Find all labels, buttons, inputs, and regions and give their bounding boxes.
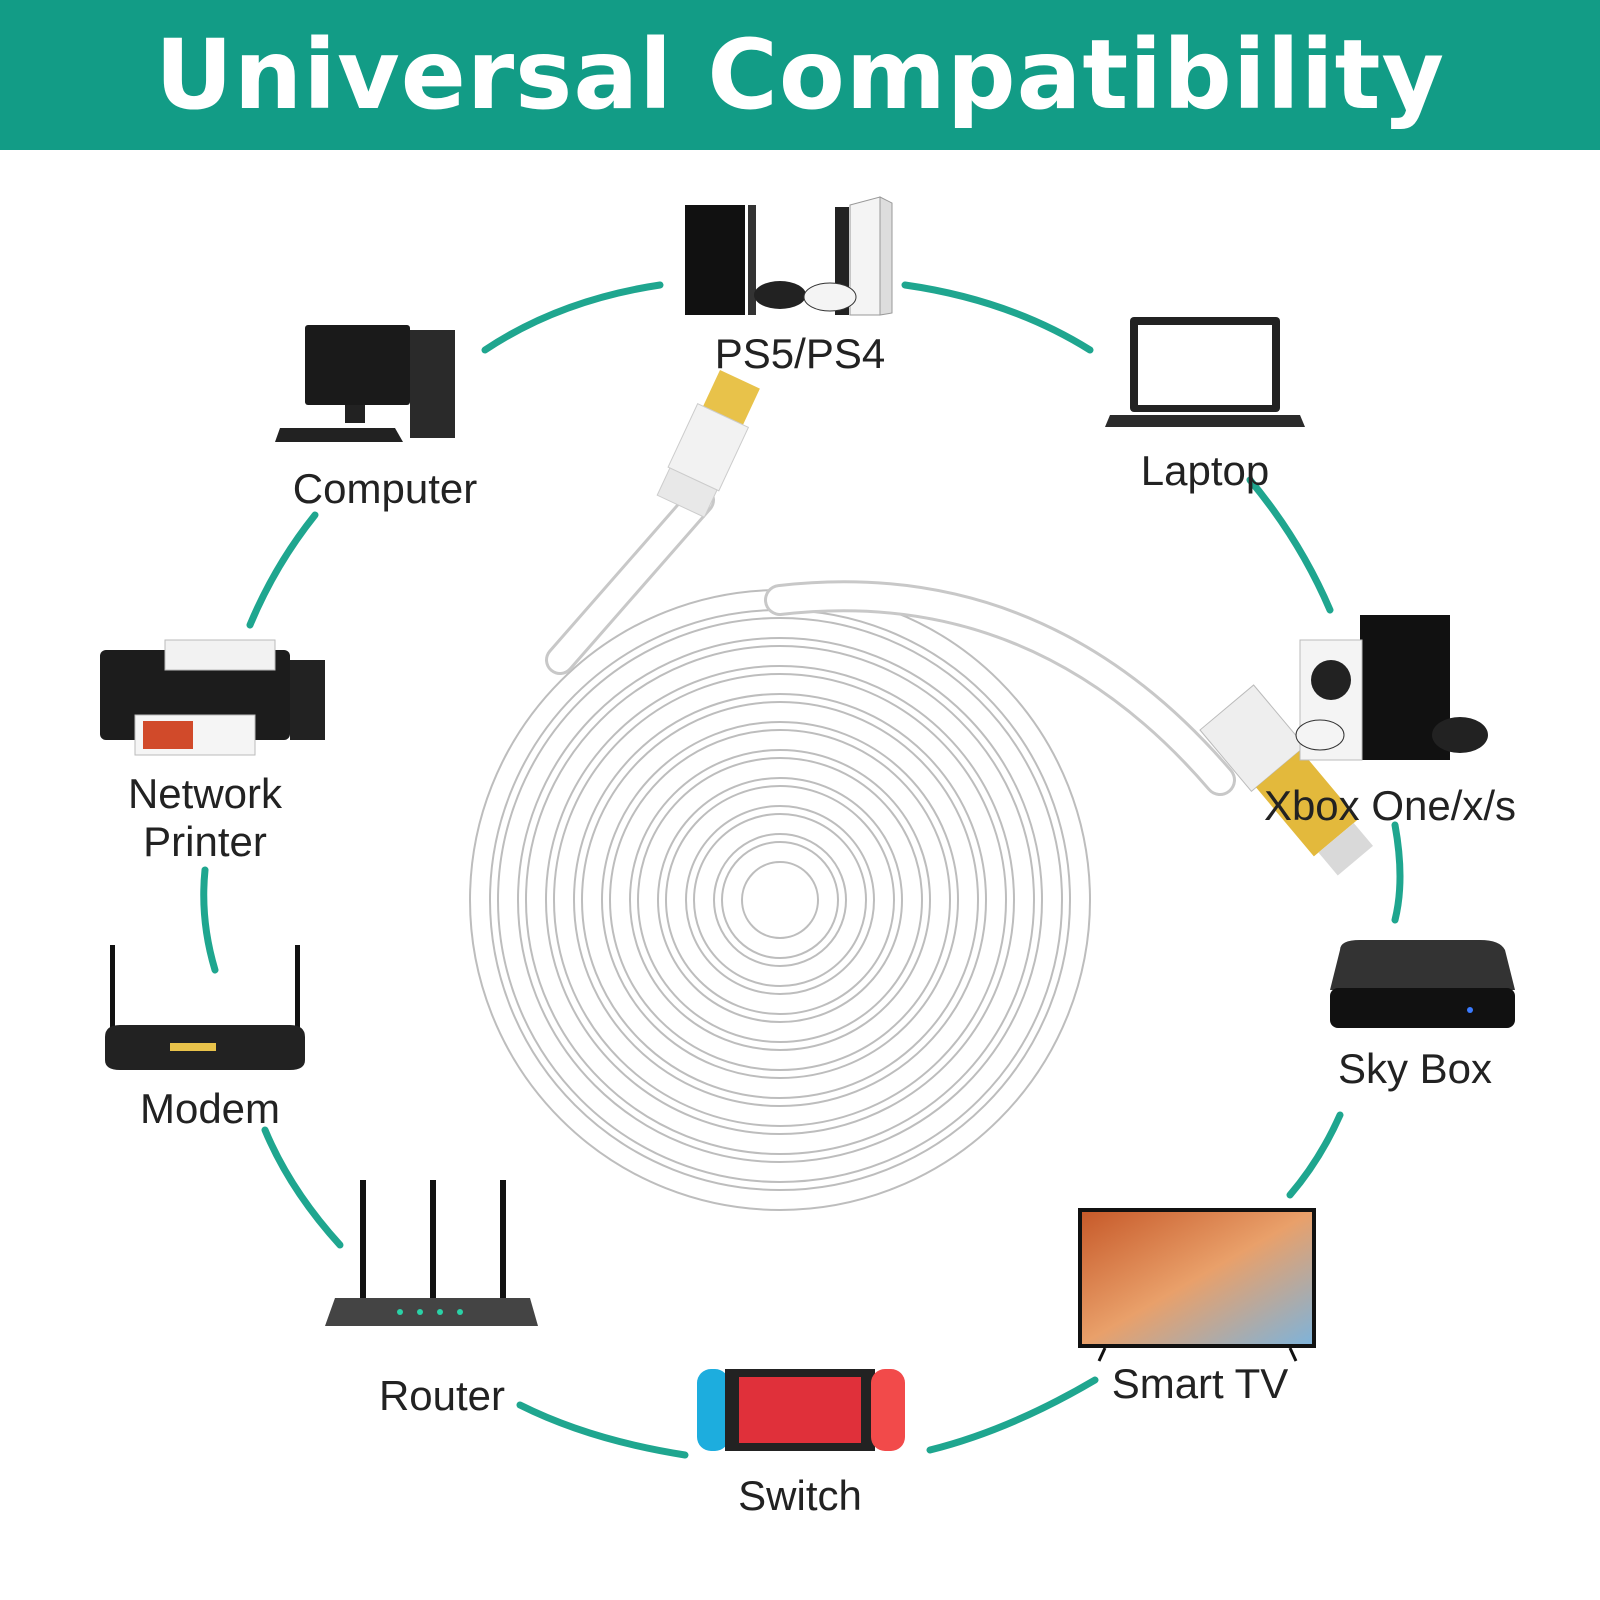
device-label-computer: Computer xyxy=(292,465,478,512)
device-label-switch: Switch xyxy=(738,1472,862,1519)
handheld-console-icon xyxy=(697,1369,905,1451)
printer-label-line-2: Printer xyxy=(143,818,267,865)
arc-router-modem xyxy=(261,1126,344,1249)
header-banner: Universal Compatibility xyxy=(0,0,1600,150)
device-label-xbox: Xbox One/x/s xyxy=(1263,782,1517,829)
arc-computer-ps xyxy=(481,281,664,354)
xbox-console-icon xyxy=(1295,615,1488,761)
device-label-ps: PS5/PS4 xyxy=(714,330,886,377)
arc-switch-router xyxy=(516,1401,689,1459)
arc-xbox-sky xyxy=(1391,821,1404,924)
device-label-router: Router xyxy=(378,1372,506,1419)
arc-modem-printer xyxy=(200,866,219,974)
router-icon xyxy=(325,1180,538,1326)
device-label-skybox: Sky Box xyxy=(1337,1045,1493,1092)
device-label-tv: Smart TV xyxy=(1111,1360,1289,1407)
arc-tv-switch xyxy=(926,1376,1099,1454)
laptop-icon xyxy=(1105,317,1305,427)
arc-laptop-xbox xyxy=(1246,476,1334,614)
game-console-icon xyxy=(685,196,893,316)
ethernet-cable-icon xyxy=(469,370,1373,1211)
page-title: Universal Compatibility xyxy=(154,19,1446,131)
printer-icon xyxy=(100,639,325,756)
printer-label-line-1: Network xyxy=(127,770,283,817)
arc-printer-computer xyxy=(246,511,319,629)
tv-icon xyxy=(1078,1208,1316,1362)
desktop-computer-icon xyxy=(275,325,455,442)
device-label-modem: Modem xyxy=(139,1085,281,1132)
arc-sky-tv xyxy=(1286,1111,1344,1199)
device-label-printer: Network Printer xyxy=(100,770,310,866)
media-box-icon xyxy=(1330,940,1515,1028)
arc-ps-laptop xyxy=(901,281,1094,354)
device-label-laptop: Laptop xyxy=(1140,447,1270,494)
modem-icon xyxy=(105,945,305,1070)
